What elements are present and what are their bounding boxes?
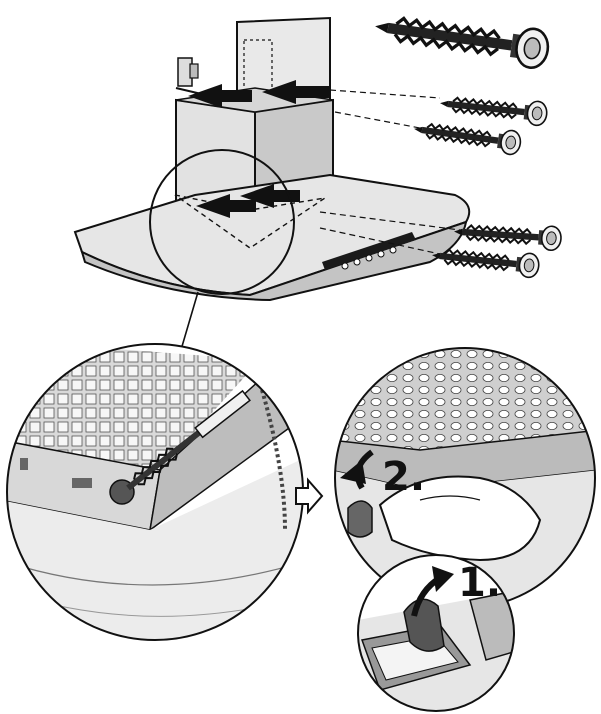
step-1-label: 1.: [458, 560, 501, 606]
hood-assembly: [73, 16, 471, 361]
direction-arrows: [188, 80, 330, 218]
hollow-right-arrow-icon: [295, 477, 324, 515]
screw-icon: [370, 5, 552, 72]
step-2-label: 2.: [382, 454, 425, 500]
screw-icon: [411, 116, 523, 157]
screwdriver-icon: [126, 389, 251, 491]
latch-icon: [347, 500, 373, 538]
latch-detail-small: 1.: [357, 554, 515, 712]
screw-icon: [437, 90, 549, 128]
screw-icon: [452, 218, 563, 252]
guide-lines: [319, 89, 461, 255]
filter-detail-left: [6, 343, 304, 641]
canopy-front: [80, 220, 468, 302]
control-panel-strip: [322, 232, 416, 270]
control-buttons: [341, 246, 397, 270]
filter-detail-right: 2.: [334, 347, 596, 609]
detail-callout-circle: [149, 149, 295, 295]
